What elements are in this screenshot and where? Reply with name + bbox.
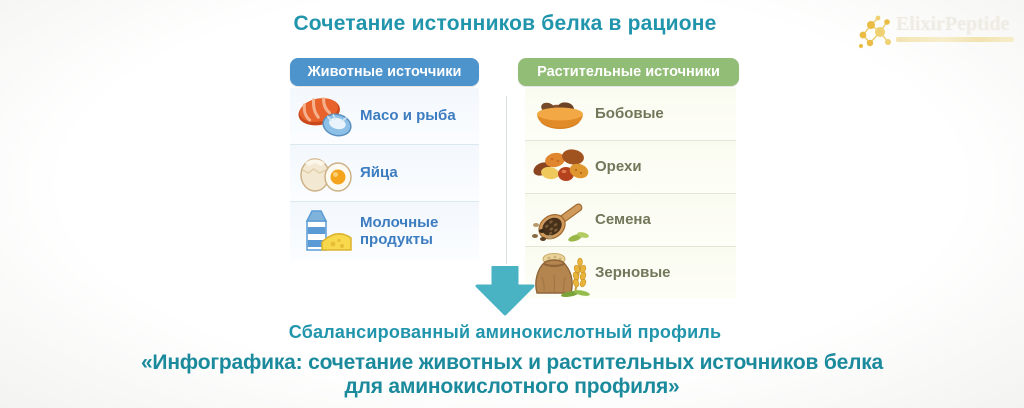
- item-label: Масо и рыба: [360, 107, 456, 125]
- column-divider: [506, 96, 507, 264]
- legumes-bowl-icon: [525, 90, 595, 138]
- image-caption: «Инфографика: сочетание животных и расти…: [0, 351, 1024, 399]
- item-label: Яйца: [360, 164, 398, 182]
- list-item-eggs: Яйца: [290, 145, 479, 202]
- list-item-dairy: Молочные продукты: [290, 202, 479, 260]
- plant-sources-header: Растительные источники: [518, 58, 739, 86]
- item-label: Орехи: [595, 158, 642, 176]
- list-item-meat-fish: Масо и рыба: [290, 88, 479, 145]
- molecule-icon: [856, 13, 892, 56]
- list-item-legumes: Бобовые: [525, 88, 736, 141]
- list-item-nuts: Орехи: [525, 141, 736, 194]
- brand-logo: ElixirPeptide: [856, 13, 1020, 56]
- grain-sack-icon: [525, 247, 595, 299]
- animal-sources-list: Масо и рыба Яйца: [290, 88, 479, 260]
- brand-name: ElixirPeptide: [896, 13, 1010, 35]
- item-label: Зерновые: [595, 264, 671, 282]
- meat-fish-icon: [290, 91, 360, 141]
- dairy-icon: [290, 204, 360, 258]
- list-item-grains: Зерновые: [525, 247, 736, 299]
- item-label: Семена: [595, 211, 651, 229]
- nuts-icon: [525, 143, 595, 191]
- item-label: Молочные продукты: [360, 213, 439, 248]
- list-item-seeds: Семена: [525, 194, 736, 247]
- page-title: Сочетание истонников белка в рационе: [293, 12, 717, 35]
- caption-line-1: «Инфографика: сочетание животных и расти…: [140, 351, 884, 374]
- item-label: Бобовые: [595, 105, 664, 123]
- brand-tagline: [896, 37, 1014, 42]
- seeds-spoon-icon: [525, 195, 595, 245]
- animal-sources-header: Животные источчики: [290, 58, 479, 86]
- down-arrow-icon: [473, 265, 537, 318]
- eggs-icon: [290, 148, 360, 198]
- result-text: Сбалансированный аминокислотный профиль: [288, 322, 722, 342]
- plant-sources-list: Бобовые Орехи: [525, 88, 736, 299]
- caption-line-2: для аминокислотного профиля»: [344, 375, 680, 398]
